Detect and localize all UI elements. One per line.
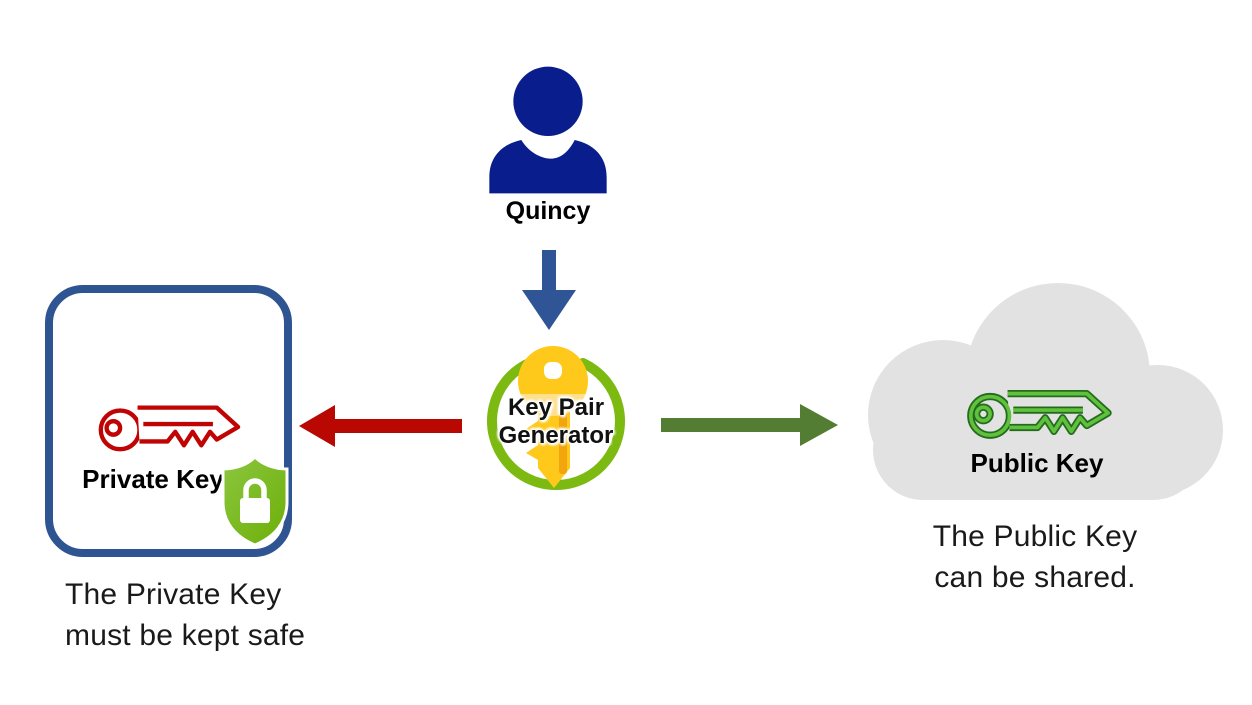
- arrow-left-icon: [299, 405, 462, 447]
- arrow-right-icon: [661, 404, 838, 446]
- private-caption-line2: must be kept safe: [65, 619, 306, 652]
- generator-label-line1: Key Pair: [507, 394, 605, 421]
- red-key-icon: [95, 395, 240, 457]
- yellow-key-stripe: [559, 406, 567, 474]
- shield-lock-icon: [221, 454, 289, 547]
- person-head: [513, 66, 583, 136]
- key-pair-generator-icon: [518, 346, 588, 488]
- private-key-label: Private Key: [82, 464, 224, 494]
- lock-body: [240, 498, 270, 523]
- generator-label-line2: Generator: [498, 422, 614, 449]
- public-caption-line1: The Public Key: [932, 520, 1138, 553]
- public-key-label: Public Key: [970, 448, 1104, 478]
- public-key-caption: The Public Key can be shared.: [885, 516, 1185, 598]
- person-body: [489, 140, 607, 194]
- green-key-icon: [965, 381, 1110, 443]
- generator-label: Key Pair Generator: [471, 394, 641, 450]
- actor-name-label: Quincy: [505, 197, 591, 225]
- private-caption-line1: The Private Key: [65, 578, 282, 611]
- lock-shackle: [243, 478, 267, 500]
- public-caption-line2: can be shared.: [934, 561, 1136, 594]
- person-icon: [489, 66, 607, 194]
- yellow-key-hole: [544, 362, 562, 379]
- yellow-key-band: [518, 394, 588, 416]
- private-key-caption: The Private Key must be kept safe: [65, 574, 385, 656]
- arrow-down-icon: [522, 250, 576, 330]
